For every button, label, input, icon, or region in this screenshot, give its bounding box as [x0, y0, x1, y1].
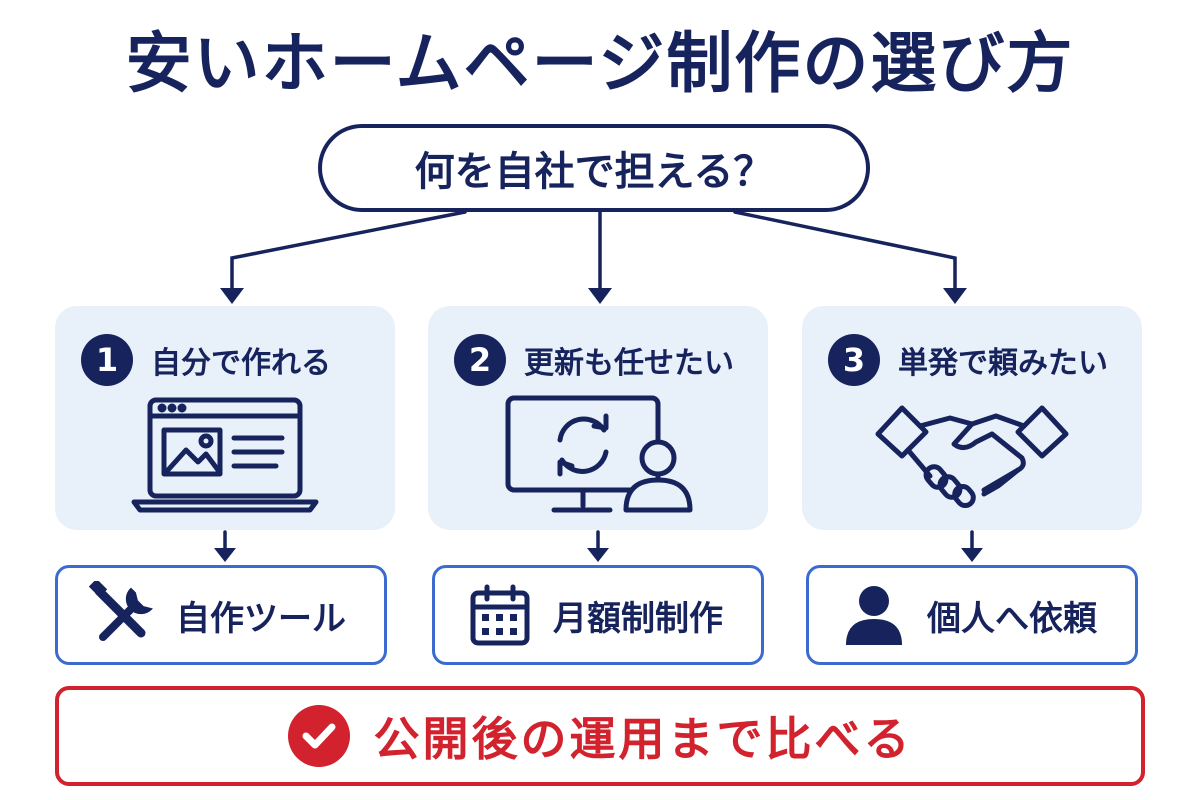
calendar-icon: [465, 580, 535, 650]
card-2-header: 2 更新も任せたい: [454, 334, 734, 386]
conclusion-box: 公開後の運用まで比べる: [55, 686, 1145, 786]
number-badge-2: 2: [454, 334, 506, 386]
conclusion-text: 公開後の運用まで比べる: [373, 712, 913, 766]
person-icon: [839, 580, 909, 650]
arrow-to-card-1: [230, 210, 467, 292]
option-1: 自作ツール: [55, 565, 387, 665]
monitor-refresh-person-icon: [498, 394, 698, 522]
number-badge-1: 1: [81, 334, 133, 386]
question-box: 何を自社で担える？: [318, 124, 870, 212]
card-1-label: 自分で作れる: [151, 346, 331, 381]
page-title: 安いホームページ制作の選び方: [125, 25, 1075, 102]
option-2-label: 月額制制作: [553, 598, 723, 639]
arrowhead-card-1: [220, 288, 244, 304]
number-badge-3: 3: [828, 334, 880, 386]
check-icon: [287, 705, 350, 767]
card-2-label: 更新も任せたい: [524, 346, 734, 381]
handshake-icon: [872, 394, 1072, 518]
arrowhead-option-3: [961, 548, 983, 562]
card-2: 2 更新も任せたい: [428, 306, 768, 530]
arrowhead-card-3: [943, 288, 967, 304]
laptop-icon: [130, 394, 320, 518]
option-2: 月額制制作: [432, 565, 764, 665]
card-3: 3 単発で頼みたい: [802, 306, 1142, 530]
card-3-header: 3 単発で頼みたい: [828, 334, 1108, 386]
option-3-label: 個人へ依頼: [927, 598, 1097, 639]
arrow-to-card-3: [733, 210, 957, 292]
arrowhead-option-2: [587, 548, 609, 562]
card-1: 1 自分で作れる: [55, 306, 395, 530]
card-3-label: 単発で頼みたい: [898, 346, 1108, 381]
arrowhead-card-2: [588, 288, 612, 304]
option-1-label: 自作ツール: [176, 598, 346, 639]
question-text: 何を自社で担える？: [414, 149, 774, 195]
card-1-header: 1 自分で作れる: [81, 334, 331, 386]
tools-icon: [88, 580, 158, 650]
arrowhead-option-1: [214, 548, 236, 562]
option-3: 個人へ依頼: [806, 565, 1138, 665]
